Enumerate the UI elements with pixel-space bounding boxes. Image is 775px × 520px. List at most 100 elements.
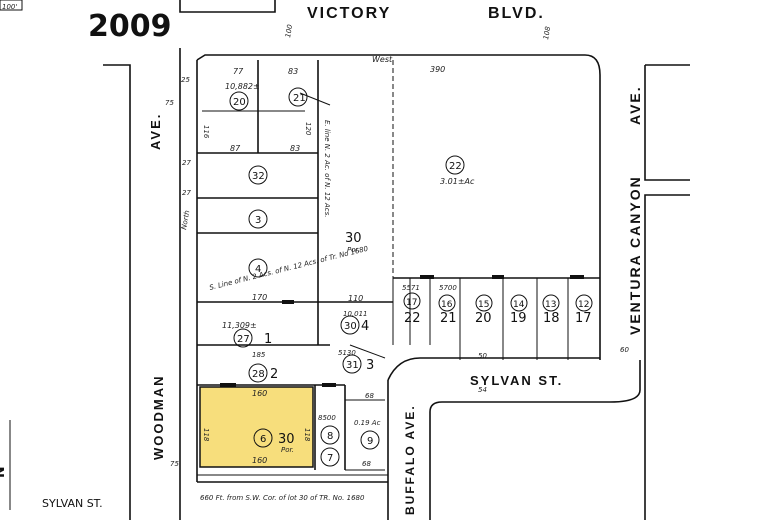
dim-50: 50 bbox=[478, 352, 487, 360]
street-woodman-ave: AVE. bbox=[148, 113, 163, 150]
parcel-6: 6 bbox=[260, 434, 266, 445]
lot-3: 3 bbox=[366, 358, 374, 373]
dim-87: 87 bbox=[230, 144, 241, 153]
marker bbox=[420, 275, 434, 279]
area-20: 10,882± bbox=[225, 82, 260, 91]
area-16: 5700 bbox=[439, 284, 457, 292]
dim-185: 185 bbox=[252, 351, 266, 359]
parcel-3: 3 bbox=[255, 215, 261, 226]
dim-108: 108 bbox=[542, 25, 552, 40]
parcel-17: 17 bbox=[406, 298, 417, 308]
parcel-31: 31 bbox=[346, 360, 359, 371]
dim-100-top: 100 bbox=[284, 23, 294, 38]
marker bbox=[220, 383, 236, 387]
dim-160b: 160 bbox=[252, 456, 267, 465]
dim-27a: 27 bbox=[182, 159, 191, 167]
street-victory-blvd: BLVD. bbox=[488, 5, 545, 22]
sylvan-south-edge bbox=[429, 360, 641, 520]
index-box bbox=[179, 0, 276, 13]
dim-68a: 68 bbox=[365, 392, 374, 400]
marker bbox=[570, 275, 584, 279]
parcel-30: 30 bbox=[344, 321, 357, 332]
street-sylvan: SYLVAN ST. bbox=[470, 373, 563, 388]
ventura-east-upper bbox=[644, 65, 690, 181]
north-arrow-letter: N bbox=[0, 466, 8, 478]
lot-30-main-sub: Por. bbox=[347, 246, 360, 254]
street-buffalo: BUFFALO AVE. bbox=[403, 404, 417, 515]
street-ventura-ave: AVE. bbox=[627, 85, 643, 125]
street-ventura-canyon: VENTURA CANYON bbox=[627, 175, 643, 335]
lot-2: 2 bbox=[270, 367, 278, 382]
street-west: West bbox=[372, 55, 393, 64]
parcel-13: 13 bbox=[545, 300, 556, 310]
parcel-21: 21 bbox=[293, 93, 306, 104]
parcel-7: 7 bbox=[327, 453, 333, 464]
dim-170: 170 bbox=[252, 293, 267, 302]
parcel-14: 14 bbox=[513, 300, 525, 310]
parcel-28: 28 bbox=[252, 369, 265, 380]
lot-21: 21 bbox=[440, 311, 457, 326]
area-17: 5571 bbox=[402, 284, 420, 292]
ventura-east-lower bbox=[644, 194, 690, 520]
marker bbox=[322, 383, 336, 387]
arrow-line bbox=[299, 92, 331, 106]
dim-83a: 83 bbox=[288, 67, 298, 76]
marker bbox=[492, 275, 504, 279]
street-woodman: WOODMAN bbox=[151, 375, 166, 461]
parcel-20: 20 bbox=[233, 97, 246, 108]
dim-83b: 83 bbox=[290, 144, 300, 153]
dim-390: 390 bbox=[430, 65, 445, 74]
page-number: 2009 bbox=[88, 9, 172, 44]
dim-160a: 160 bbox=[252, 389, 267, 398]
dim-77: 77 bbox=[233, 67, 244, 76]
parcel-22: 22 bbox=[449, 161, 462, 172]
dim-110: 110 bbox=[348, 294, 363, 303]
s-line-annotation: S. Line of N. 2 Acs. of N. 12 Acs. of Tr… bbox=[209, 245, 370, 292]
parcel-16: 16 bbox=[441, 300, 453, 310]
dim-54: 54 bbox=[478, 386, 487, 394]
dim-75b: 75 bbox=[170, 460, 179, 468]
lot-1: 1 bbox=[264, 332, 272, 347]
lot-18: 18 bbox=[543, 311, 560, 326]
lot-line-l bbox=[349, 344, 386, 359]
parcel-12: 12 bbox=[578, 300, 589, 310]
area-8: 8500 bbox=[318, 414, 336, 422]
area-22: 3.01±Ac bbox=[440, 177, 475, 186]
parcel-9: 9 bbox=[367, 436, 373, 447]
lot-30-main: 30 bbox=[345, 231, 362, 246]
parcel-32: 32 bbox=[252, 171, 265, 182]
dim-118a: 118 bbox=[202, 428, 210, 442]
dim-27b: 27 bbox=[182, 189, 191, 197]
lot-30-highlight-sub: Por. bbox=[281, 446, 294, 454]
dim-75a: 75 bbox=[165, 99, 174, 107]
dim-118b: 118 bbox=[303, 428, 311, 442]
lot-4: 4 bbox=[361, 319, 369, 334]
parcel-15: 15 bbox=[478, 300, 489, 310]
area-27: 11,309± bbox=[222, 321, 257, 330]
highlighted-parcel[interactable] bbox=[199, 386, 314, 468]
woodman-west-edge bbox=[103, 64, 131, 520]
marker bbox=[282, 300, 294, 304]
street-victory: VICTORY bbox=[307, 5, 391, 22]
street-sylvan-lower: SYLVAN ST. bbox=[42, 497, 103, 510]
north-annotation: North bbox=[180, 210, 191, 231]
lot-22: 22 bbox=[404, 311, 421, 326]
lot-20: 20 bbox=[475, 311, 492, 326]
area-9: 0.19 Ac bbox=[354, 419, 381, 427]
e-line-annotation: E. line N. 2 Ac. of N. 12 Acs. bbox=[323, 120, 331, 217]
lot-17: 17 bbox=[575, 311, 592, 326]
parcel-27: 27 bbox=[237, 334, 250, 345]
corner-scale: 100' bbox=[2, 3, 17, 11]
area-31: 5130 bbox=[338, 349, 356, 357]
parcel-4: 4 bbox=[255, 264, 261, 275]
lot-19: 19 bbox=[510, 311, 527, 326]
scale-box bbox=[0, 0, 23, 11]
block-outline-top bbox=[196, 54, 601, 360]
dim-68b: 68 bbox=[362, 460, 371, 468]
dim-60: 60 bbox=[620, 346, 629, 354]
area-30: 10,011 bbox=[343, 310, 368, 318]
footnote: 660 Ft. from S.W. Cor. of lot 30 of TR. … bbox=[200, 494, 365, 502]
lot-30-highlight: 30 bbox=[278, 432, 295, 447]
dim-25: 25 bbox=[181, 76, 190, 84]
